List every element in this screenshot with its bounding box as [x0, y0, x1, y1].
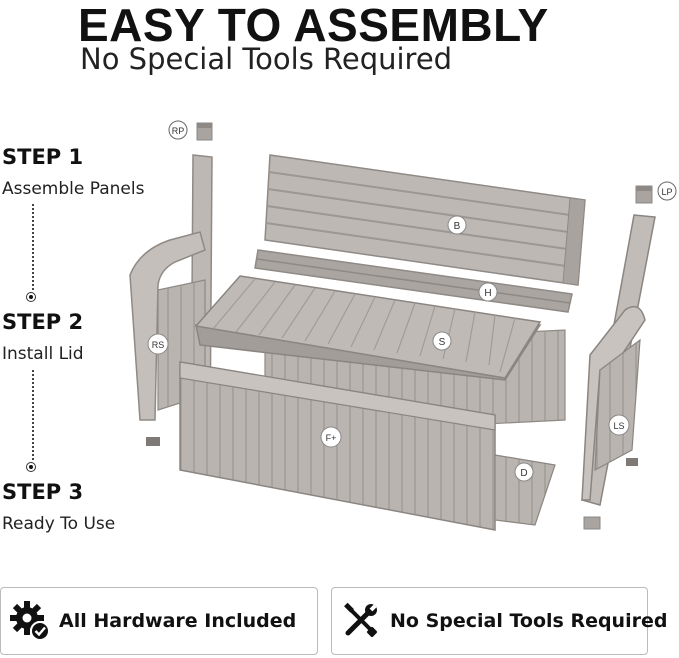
svg-text:RS: RS	[152, 340, 165, 350]
step-3-marker	[26, 462, 36, 472]
step-dots-2	[32, 370, 34, 460]
step-3-title: STEP 3	[2, 480, 84, 504]
page-subtitle: No Special Tools Required	[80, 42, 453, 76]
label-b: B	[447, 215, 467, 235]
gear-check-icon	[10, 601, 50, 641]
svg-text:D: D	[520, 468, 527, 479]
svg-text:B: B	[454, 221, 461, 232]
svg-text:H: H	[484, 288, 491, 299]
hardware-included-badge: All Hardware Included	[0, 587, 318, 655]
label-s: S	[432, 331, 452, 351]
label-rp: RP	[168, 120, 188, 140]
label-d: D	[514, 462, 534, 482]
page-title: EASY TO ASSEMBLY	[78, 0, 549, 51]
hardware-included-label: All Hardware Included	[59, 610, 297, 632]
front-panel	[179, 361, 496, 531]
no-tools-label: No Special Tools Required	[390, 610, 668, 632]
rp-cap	[196, 122, 213, 141]
svg-text:S: S	[439, 337, 446, 348]
step-2-marker	[26, 292, 36, 302]
label-ls: LS	[608, 414, 630, 436]
wrench-screwdriver-icon	[344, 602, 378, 638]
label-f: F+	[320, 426, 342, 448]
step-2-desc: Install Lid	[2, 344, 84, 364]
lp-cap	[635, 185, 653, 204]
label-h: H	[478, 282, 498, 302]
bench-exploded-diagram: RP LP B H RS S F+ D LS	[129, 120, 677, 531]
back-panel	[264, 154, 586, 286]
svg-text:LS: LS	[613, 421, 624, 431]
left-side-panel	[581, 214, 656, 530]
bottom-panel	[494, 454, 556, 526]
label-lp: LP	[657, 181, 677, 201]
svg-text:RP: RP	[172, 126, 185, 136]
no-tools-badge: No Special Tools Required	[331, 587, 667, 655]
svg-text:F+: F+	[326, 433, 337, 443]
step-1-title: STEP 1	[2, 145, 84, 169]
step-dots-1	[32, 204, 34, 290]
step-1-desc: Assemble Panels	[2, 179, 145, 199]
seat-lid	[194, 275, 542, 381]
step-2-title: STEP 2	[2, 310, 84, 334]
svg-text:LP: LP	[661, 187, 672, 197]
step-3-desc: Ready To Use	[2, 514, 116, 534]
label-rs: RS	[147, 333, 169, 355]
